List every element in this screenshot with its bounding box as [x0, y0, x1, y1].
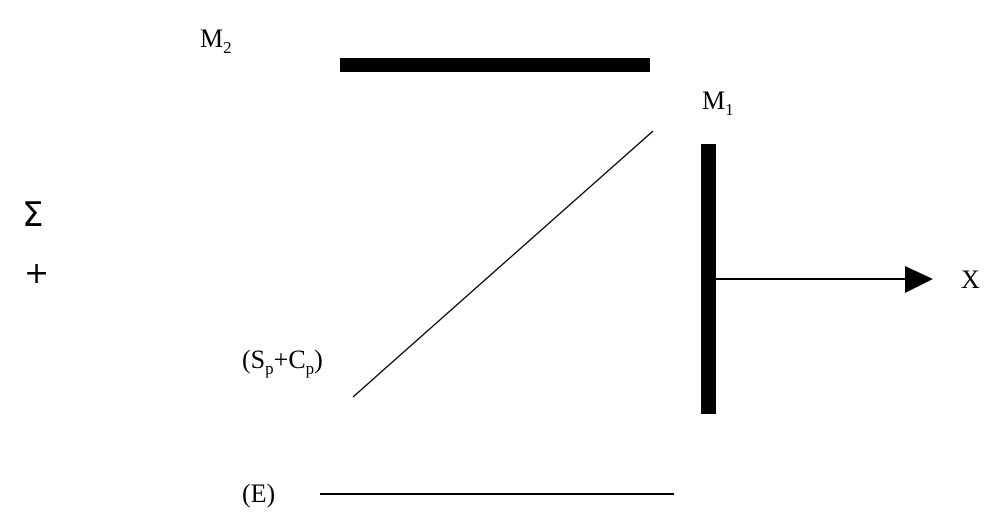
label-source: (E) [242, 479, 275, 508]
plus-symbol: + [24, 256, 49, 291]
bs-open-paren: ( [242, 345, 251, 374]
label-m1-sub: 1 [725, 100, 734, 119]
bs-c: C [288, 345, 305, 374]
label-axis-x: X [961, 265, 980, 294]
label-beamsplitter: (Sp+Cp) [242, 345, 323, 378]
bs-s: S [251, 345, 265, 374]
bs-s-sub: p [265, 359, 274, 378]
mirror-m1 [701, 144, 716, 414]
label-m2-sub: 2 [223, 38, 232, 57]
label-m1-main: M [702, 86, 725, 115]
sigma-symbol: Σ [22, 195, 43, 235]
label-m1: M1 [702, 86, 734, 119]
displacement-arrow-head [905, 266, 933, 293]
mirror-m2 [340, 58, 650, 72]
beamsplitter-line [352, 130, 654, 398]
bs-c-sub: p [306, 359, 315, 378]
bs-close-paren: ) [314, 345, 323, 374]
label-m2: M2 [200, 24, 232, 57]
bs-plus: + [274, 345, 289, 374]
label-m2-main: M [200, 24, 223, 53]
